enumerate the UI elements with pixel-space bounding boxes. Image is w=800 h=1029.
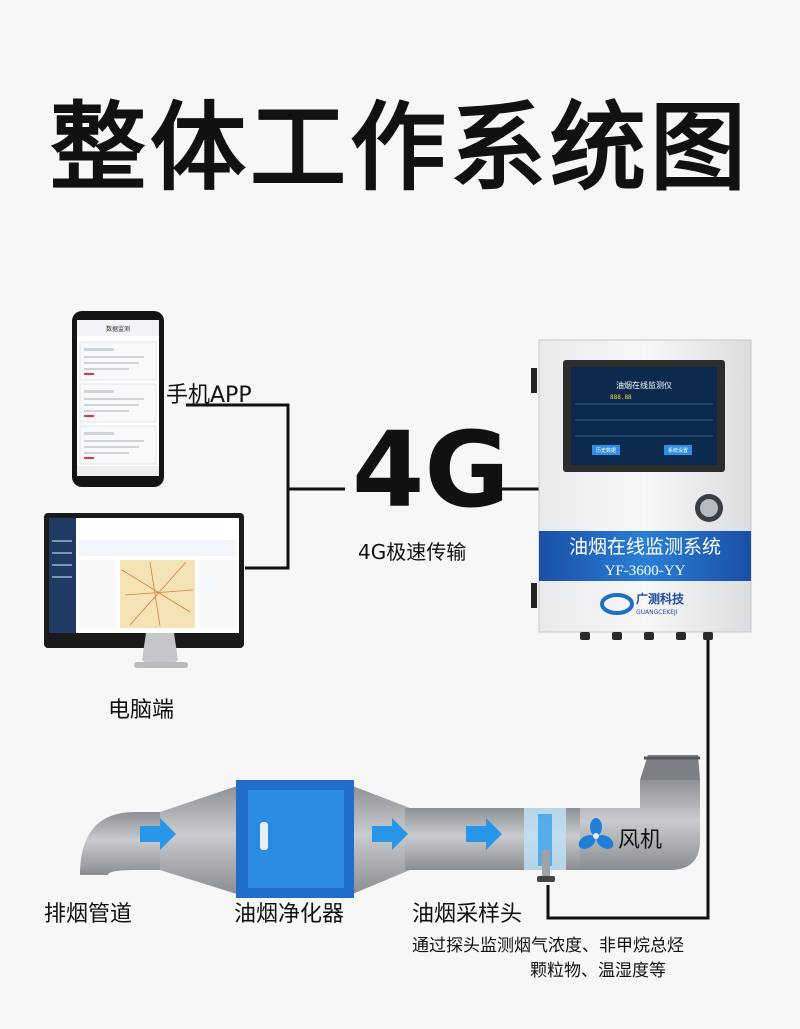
device-screen-title: 油烟在线监测仪 [616,380,672,390]
page-title: 整体工作系统图 [50,92,750,204]
brand-en: GUANGCEKEJI [636,609,678,616]
sampling-desc-line1: 通过探头监测烟气浓度、非甲烷总烃 [412,936,684,956]
label-mobile-app: 手机APP [166,383,252,408]
desktop-computer [44,513,244,668]
label-purifier: 油烟净化器 [234,902,345,927]
phone-header-text: 数据监测 [106,325,130,333]
line-device-to-probe [546,640,710,920]
brand-logo: 广测科技 GUANGCEKEJI [600,591,685,616]
label-exhaust-pipe: 排烟管道 [44,902,133,927]
device-screen-btn-right: 系统设置 [668,447,688,454]
device-panel-line1: 油烟在线监测系统 [569,536,721,558]
label-4g-caption: 4G极速传输 [358,540,467,564]
arrow-icon [140,818,176,850]
label-4g: 4G [352,409,510,531]
label-sampling-head: 油烟采样头 [412,902,523,927]
device-screen-value: 888.88 [610,394,632,401]
arrow-icon [466,818,502,850]
flow-arrows [140,818,502,850]
connection-lines [186,403,710,920]
mobile-phone: 数据监测 [72,311,164,487]
line-phone-pc [186,403,290,570]
arrow-icon [372,818,408,850]
brand-cn: 广测科技 [636,591,685,606]
fan-icon [578,818,614,849]
label-pc: 电脑端 [108,698,175,723]
sampling-desc-line2: 颗粒物、温湿度等 [530,961,666,981]
exhaust-pipe-system [80,755,700,898]
device-panel-line2: YF-3600-YY [605,563,686,579]
device-screen-btn-left: 历史数据 [596,447,616,454]
label-fan: 风机 [618,828,663,853]
monitoring-device: 油烟在线监测仪 888.88 历史数据 系统设置 油烟在线监测系统 YF-360… [531,339,752,640]
